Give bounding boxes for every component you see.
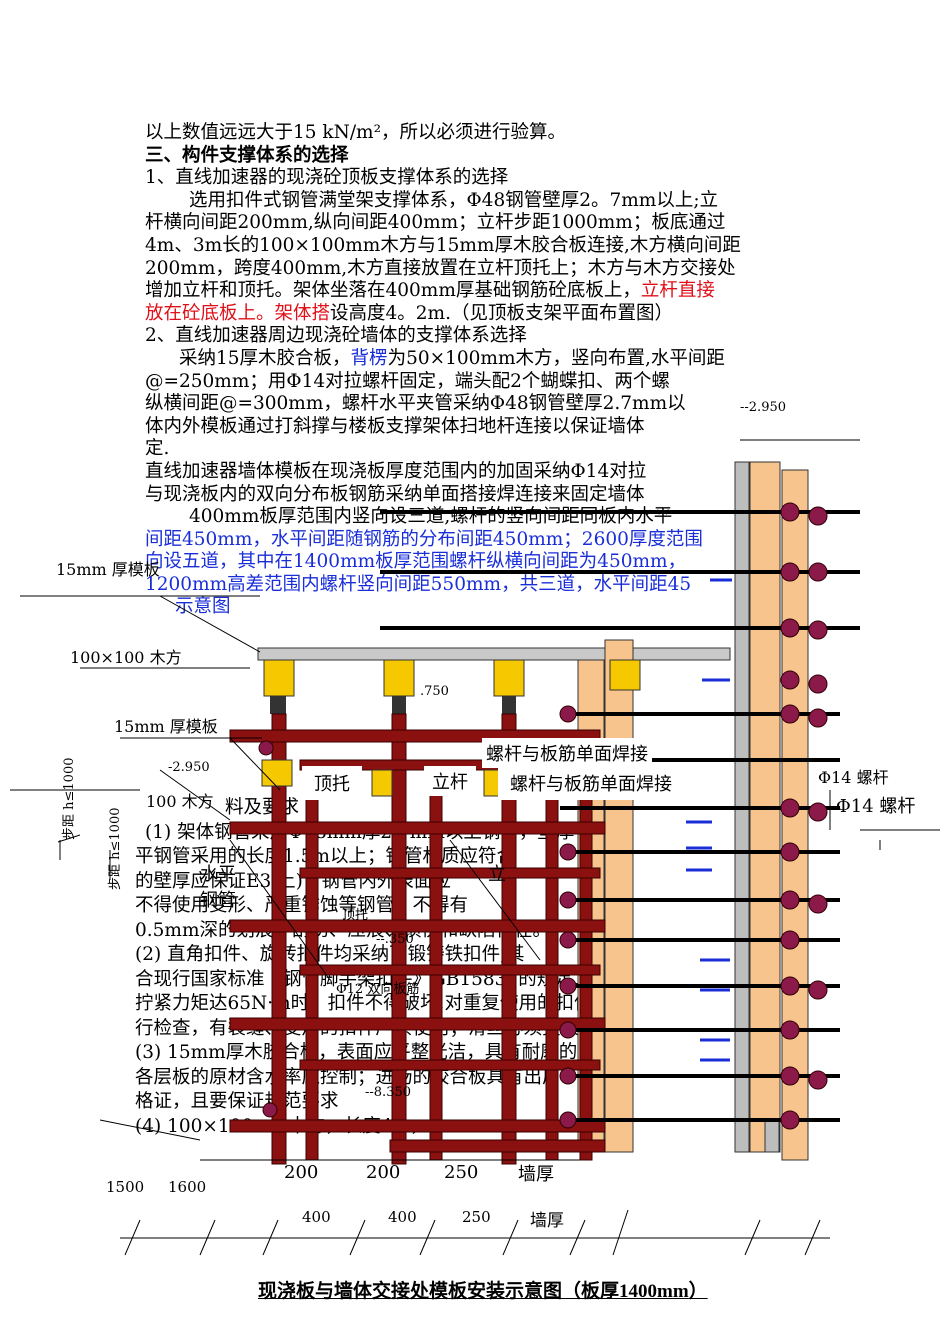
text-line: 增加立杆和顶托。架体坐落在400mm厚基础钢筋砼底板上，立杆直接 [145, 280, 810, 303]
highlight-red: 放在砼底板上。架体搭 [145, 302, 331, 324]
dim-label: 1500 [106, 1178, 145, 1196]
figure-caption: 现浇板与墙体交接处模板安装示意图（板厚1400mm） [258, 1276, 708, 1303]
text-line: 拧紧力矩达65N·m时，扣件不得破坏,对重复使用的扣件应 [135, 993, 612, 1014]
dim-label: 墙厚 [530, 1211, 564, 1231]
label-rebar: Φ12 双向板筋 [336, 982, 420, 997]
label-timber-100b: 100 木方 [146, 792, 214, 811]
dimension-lines [57, 834, 830, 1256]
label-bolt-phi14: Φ14 螺杆 [818, 768, 889, 787]
text-span: 为50×100mm木方，竖向布置,水平间距 [387, 347, 725, 369]
label-horizontal: 钢管 [200, 890, 236, 911]
text-line: 体内外模板通过打斜撑与楼板支撑架体扫地杆连接以保证墙体 [145, 415, 645, 437]
dim-label: 200 [284, 1162, 319, 1183]
label-level: --2.950 [740, 400, 787, 415]
subsection-heading: 1、直线加速器的现浇砼顶板支撑体系的选择 [145, 167, 509, 189]
text-line: 格证，且要保证规范要求 [135, 1091, 339, 1112]
highlight-red: 立杆直接 [640, 280, 715, 302]
text-line: 纵横间距@=300mm，螺杆水平夹管采纳Φ48钢管壁厚2.7mm以 [145, 393, 686, 415]
highlight-blue: 背楞 [350, 347, 388, 369]
caption-thickness: 1400mm [619, 1281, 689, 1302]
text-span: 设高度4。2m.（见顶板支架平面布置图） [330, 302, 673, 324]
document-body: 以上数值远远大于15 kN/m²，所以必须进行验算。 三、构件支撑体系的选择 1… [145, 122, 810, 619]
label-weld: 螺杆与板筋单面焊接 [498, 766, 684, 800]
caption-text: 现浇板与墙体交接处模板安装示意图（板厚 [258, 1280, 620, 1302]
label-jack: 顶托 [342, 908, 369, 923]
label-level: .750 [420, 684, 449, 699]
lower-jack [371, 769, 393, 797]
text-line: 不得使用变形、严重锈蚀等钢管，不得有 [135, 895, 469, 916]
dim-label: 200 [366, 1162, 401, 1183]
label-jack: 顶托 [302, 766, 362, 800]
label-level: -2.950 [168, 760, 210, 775]
dim-label: 墙厚 [518, 1164, 554, 1185]
text-line: 4m、3m长的100×100mm木方与15mm厚木胶合板连接,木方横向间距 [145, 234, 741, 256]
dim-label: 400 [302, 1208, 331, 1226]
text-line: @=250mm；用Φ14对拉螺杆固定，端头配2个蝴蝶扣、两个螺 [145, 370, 670, 392]
label-pole: 立杆 [424, 766, 476, 796]
label-step: 步距 h≤1000 [108, 807, 123, 890]
text-line: 与现浇板内的双向分布板钢筋采纳单面搭接焊连接来固定墙体 [145, 483, 645, 505]
text-span: 采纳15厚木胶合板， [179, 347, 351, 369]
text-line: 选用扣件式钢管满堂架支撑体系，Φ48钢管壁厚2。7mm以上;立 [189, 189, 719, 211]
lower-jack [261, 759, 293, 787]
text-span: 增加立杆和顶托。架体坐落在400mm厚基础钢筋砼底板上， [145, 280, 641, 302]
text-line: (2) 直角扣件、旋转扣件均采纳可锻铸铁扣件,其 [135, 944, 525, 965]
text-line: 直线加速器墙体模板在现浇板厚度范围内的加固采纳Φ14对拉 [145, 460, 647, 482]
text-line: 采纳15厚木胶合板，背楞为50×100mm木方，竖向布置,水平间距 [145, 348, 810, 371]
text-line: 定. [145, 438, 170, 460]
label-horizontal: 水平 [200, 864, 236, 885]
dim-label: 250 [444, 1162, 479, 1183]
label-level: --8.350 [365, 1085, 412, 1100]
text-line: 200mm，跨度400mm,木方直接放置在立杆顶托上；木方与木方交接处 [145, 257, 736, 279]
text-line: 平钢管采用的长度1.5m以上；钢管材质应符合 [135, 846, 515, 867]
text-line: 以上数值远远大于15 kN/m²，所以必须进行验算。 [145, 122, 567, 143]
slab-board [257, 647, 731, 661]
label-weld: 螺杆与板筋单面焊接 [482, 738, 652, 768]
label-timber-100: 100×100 木方 [70, 648, 182, 667]
text-line: 各层板的原材含水率应控制；进场的胶合板具有出厂 [135, 1066, 561, 1088]
text-line-blue: 间距450mm，水平间距随钢筋的分布间距450mm；2600厚度范围 [145, 528, 703, 550]
top-jacks [263, 659, 641, 714]
subsection-heading: 2、直线加速器周边现浇砼墙体的支撑体系选择 [145, 325, 527, 347]
label-step: 步距 h≤1000 [62, 757, 77, 840]
label-plank-15mm-2: 15mm 厚模板 [114, 717, 218, 736]
dim-label: 250 [462, 1208, 491, 1226]
text-line: 放在砼底板上。架体搭设高度4。2m.（见顶板支架平面布置图） [145, 303, 810, 326]
text-line: (3) 15mm厚木胶合板，表面应平整光洁，具有耐磨的 [135, 1042, 578, 1063]
leader-lines [10, 439, 940, 1161]
label-level: --.350 [376, 932, 414, 947]
rebar-marks [686, 578, 732, 1062]
caption-end: ） [688, 1280, 708, 1302]
wall-grey-strip2 [764, 1119, 780, 1153]
dim-label: 400 [388, 1208, 417, 1226]
label-pole: 立 [488, 864, 506, 885]
wall-timber-mid [604, 639, 634, 1153]
text-line-blue: 向设五道，其中在1400mm板厚范围螺杆纵横向间距为450mm， [145, 551, 687, 573]
label-bolt-phi14: Φ14 螺杆 [836, 796, 916, 817]
text-line-blue: 1200mm高差范围内螺杆竖向间距550mm，共三道，水平间距45 [145, 573, 692, 595]
steel-ledgers [229, 729, 606, 1153]
section-heading: 三、构件支撑体系的选择 [145, 144, 349, 166]
text-line: 杆横向间距200mm,纵向间距400mm；立杆步距1000mm；板底通过 [145, 212, 726, 234]
label-plank-15mm: 15mm 厚模板 [56, 560, 160, 579]
dim-label: 1600 [168, 1178, 207, 1196]
